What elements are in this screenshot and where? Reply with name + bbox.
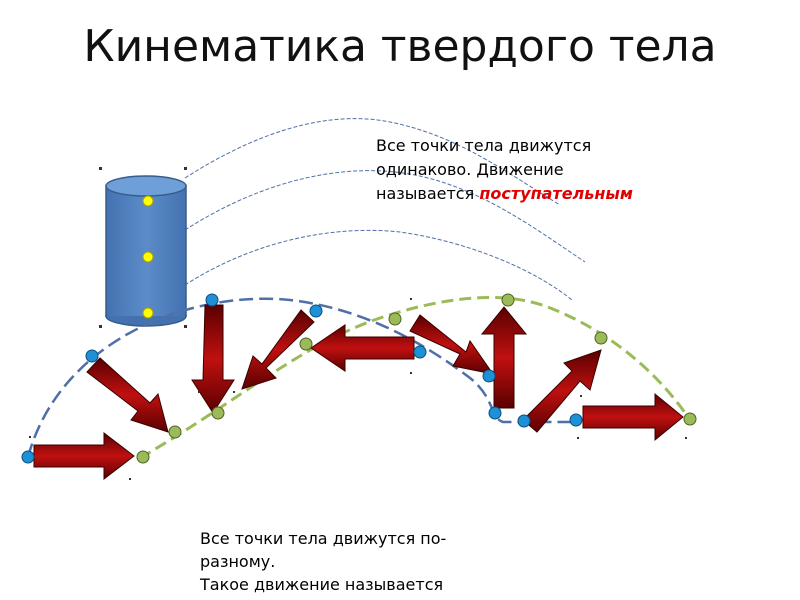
- rotational-line-1: Все точки тела движутся по-: [200, 529, 447, 548]
- translational-trajectories: [184, 118, 586, 301]
- arrow-1: [33, 431, 135, 481]
- cylinder-point-middle: [142, 251, 154, 263]
- translational-line-2: одинаково. Движение: [376, 160, 564, 179]
- arrow-5: [310, 324, 415, 372]
- rotational-line-2: разному.: [200, 552, 276, 571]
- arrow-9: [582, 392, 684, 442]
- translational-line-1: Все точки тела движутся: [376, 136, 592, 155]
- blue-points: [21, 293, 583, 464]
- cylinder-body: [105, 175, 187, 327]
- blue-arc-path: [26, 297, 575, 458]
- term-translational: поступательным: [479, 184, 633, 203]
- arrow-6: [409, 314, 495, 375]
- trajectory-middle: [184, 170, 586, 263]
- translational-caption: Все точки тела движутся одинаково. Движе…: [376, 134, 676, 206]
- small-markers: [29, 167, 687, 480]
- trajectory-top: [184, 118, 561, 206]
- slide-title: Кинематика твердого тела: [83, 21, 717, 72]
- trajectory-bottom: [184, 229, 573, 301]
- green-points: [136, 293, 697, 464]
- velocity-arrows: [33, 304, 684, 481]
- arrow-8: [522, 349, 602, 433]
- translational-line-3-prefix: называется: [376, 184, 475, 203]
- arrow-2: [86, 357, 169, 433]
- cylinder-point-top: [142, 195, 154, 207]
- rotational-line-3: Такое движение называется: [200, 575, 444, 594]
- arrow-7: [480, 306, 528, 409]
- arrow-3: [191, 304, 235, 414]
- rotational-caption: Все точки тела движутся по- разному. Так…: [200, 527, 530, 596]
- cylinder-point-bottom: [142, 307, 154, 319]
- translational-line-3: называется поступательным: [376, 182, 676, 206]
- arrow-4: [241, 309, 315, 390]
